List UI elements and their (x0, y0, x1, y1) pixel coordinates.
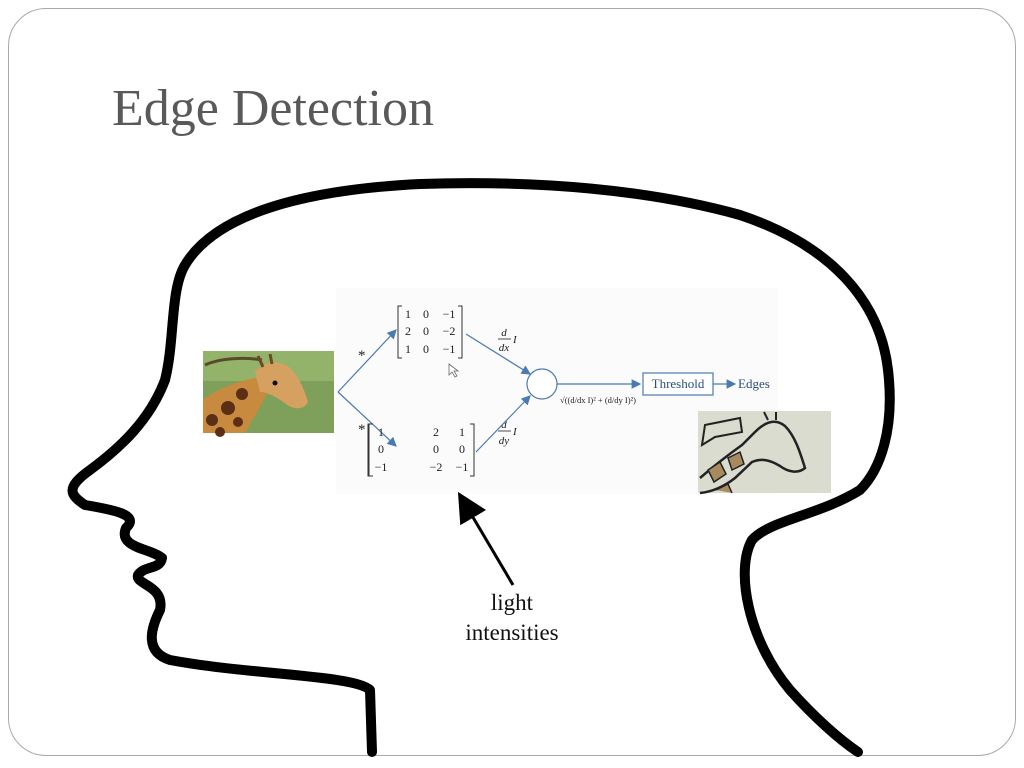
pointer-arrow (457, 491, 515, 586)
kernel-y-cell: −2 (430, 460, 443, 474)
svg-text:dy: dy (499, 435, 510, 447)
kernel-x-cell: 2 (405, 324, 411, 338)
slide-title: Edge Detection (112, 80, 434, 137)
kernel-x-cell: 1 (405, 307, 411, 321)
kernel-y-cell: 1 (378, 425, 384, 439)
svg-text:I: I (512, 426, 518, 438)
derivative-y-label: d dy I (498, 419, 518, 447)
svg-text:I: I (512, 334, 518, 346)
edges-output-image (698, 411, 831, 495)
light-intensities-caption: light intensities (430, 588, 594, 648)
kernel-x-cell: 0 (423, 324, 429, 338)
caption-line-2: intensities (465, 620, 559, 645)
kernel-x-cell: 0 (423, 342, 429, 356)
kernel-x-cell: 1 (405, 342, 411, 356)
kernel-x-cell: −1 (443, 307, 456, 321)
kernel-x-matrix: 1 0 −1 2 0 −2 1 0 −1 (397, 305, 463, 359)
kernel-y-cell: −1 (375, 460, 388, 474)
kernel-y-cell: 0 (433, 442, 439, 456)
kernel-y-cell: 0 (459, 442, 465, 456)
kernel-y-cell: 2 (433, 425, 439, 439)
kernel-y-cell: 1 (459, 425, 465, 439)
svg-text:d: d (501, 419, 507, 431)
cursor-icon (448, 363, 460, 378)
giraffe-photo (203, 351, 334, 437)
convolve-symbol-bottom: * (358, 422, 366, 438)
magnitude-combiner (526, 368, 558, 400)
kernel-x-cell: −1 (443, 342, 456, 356)
derivative-x-label: d dx I (498, 327, 518, 354)
svg-text:dx: dx (499, 342, 510, 354)
kernel-y-matrix: 1 2 1 0 0 0 −1 −2 −1 (367, 423, 475, 477)
kernel-y-cell: 0 (378, 442, 384, 456)
head-outline (67, 178, 895, 757)
gradient-magnitude-formula: √((d/dx I)² + (d/dy I)²) (560, 395, 636, 405)
svg-text:d: d (501, 327, 507, 339)
convolve-symbol-top: * (358, 348, 366, 364)
kernel-x-cell: 0 (423, 307, 429, 321)
edges-label: Edges (738, 376, 770, 391)
threshold-label: Threshold (652, 376, 705, 391)
caption-line-1: light (490, 590, 534, 615)
kernel-y-cell: −1 (456, 460, 469, 474)
kernel-x-cell: −2 (443, 324, 456, 338)
